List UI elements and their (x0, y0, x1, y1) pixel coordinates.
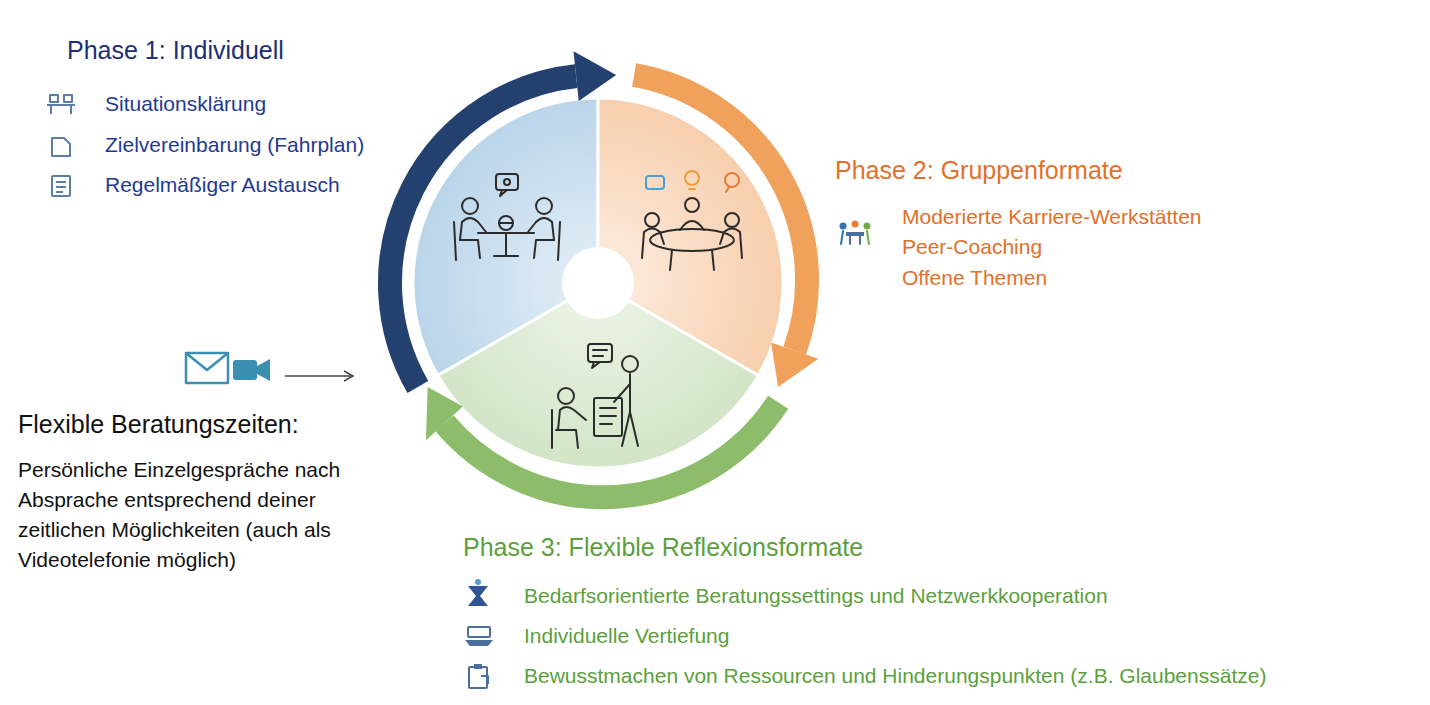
arrow-head (771, 343, 818, 387)
phase-two-icon-part (840, 223, 847, 230)
phase-two-icon-part (846, 232, 864, 236)
phase-three-icons-part (469, 667, 487, 688)
list-item: Individuelle Vertiefung (524, 623, 1420, 648)
list-item: Moderierte Karriere-Werkstätten (902, 204, 1420, 229)
phase-two-icon-part (849, 236, 851, 244)
mail-video-icon-part (233, 360, 257, 380)
leader-arrow (285, 371, 353, 381)
phase-two-icon-part (864, 223, 871, 230)
side-note: Persönliche Einzelgespräche nach Absprac… (18, 455, 403, 575)
phase-two-icon-part (859, 236, 861, 244)
phase-two-icon-part (841, 231, 843, 244)
arrow-head (573, 51, 616, 101)
phase-one-icons-part (50, 95, 58, 102)
phase-three-icons (465, 579, 493, 688)
phase-heading: Phase 2: Gruppenformate (835, 155, 1420, 185)
list-item: Bewusstmachen von Ressourcen und Hinderu… (524, 663, 1420, 688)
phase-three-icons-part (481, 676, 488, 684)
list-item: Peer-Coaching (902, 234, 1420, 259)
phase-three-icons-part (465, 640, 493, 646)
mail-video-icon-part (186, 353, 228, 370)
phase-heading: Phase 3: Flexible Reflexionsformate (463, 532, 1420, 562)
phase-heading: Phase 1: Individuell (67, 35, 1420, 65)
phase-one-icons-part (64, 95, 72, 102)
side-heading: Flexible Beratungszeiten: (18, 409, 518, 439)
phase-one-icons-part (52, 138, 70, 156)
phase-one-icons-part (56, 191, 63, 193)
mail-video-icon-part (186, 353, 228, 383)
sector-fill (438, 283, 758, 468)
list-item: Situationsklärung (105, 91, 1420, 116)
phase-three-icons-part (474, 664, 482, 669)
phase-one-icons (47, 95, 75, 196)
phase-two-icon-part (867, 231, 869, 244)
leader-arrow-part (344, 371, 353, 381)
phase-one-icons-part (50, 105, 52, 114)
phase-one-icons-part (56, 181, 66, 183)
phase-one-icons-part (52, 176, 70, 196)
phase-two-icon-part (852, 221, 859, 228)
leader-arrow-part (285, 375, 353, 377)
list-item: Bedarfsorientierte Beratungssettings und… (524, 583, 1420, 608)
phase-one-icons-part (56, 186, 66, 188)
phase-two-icon (840, 221, 871, 245)
phase-three-icons-part (468, 586, 488, 606)
mail-video-icon-part (257, 359, 270, 381)
phase-one-icons-part (70, 105, 72, 114)
phase-three-icons-part (475, 579, 481, 585)
list-item: Offene Themen (902, 265, 1420, 290)
phase-three-icons-part (468, 627, 490, 637)
list-item: Regelmäßiger Austausch (105, 172, 1420, 197)
phase-one-icons-part (47, 104, 75, 106)
mail-video-icon (186, 353, 270, 383)
